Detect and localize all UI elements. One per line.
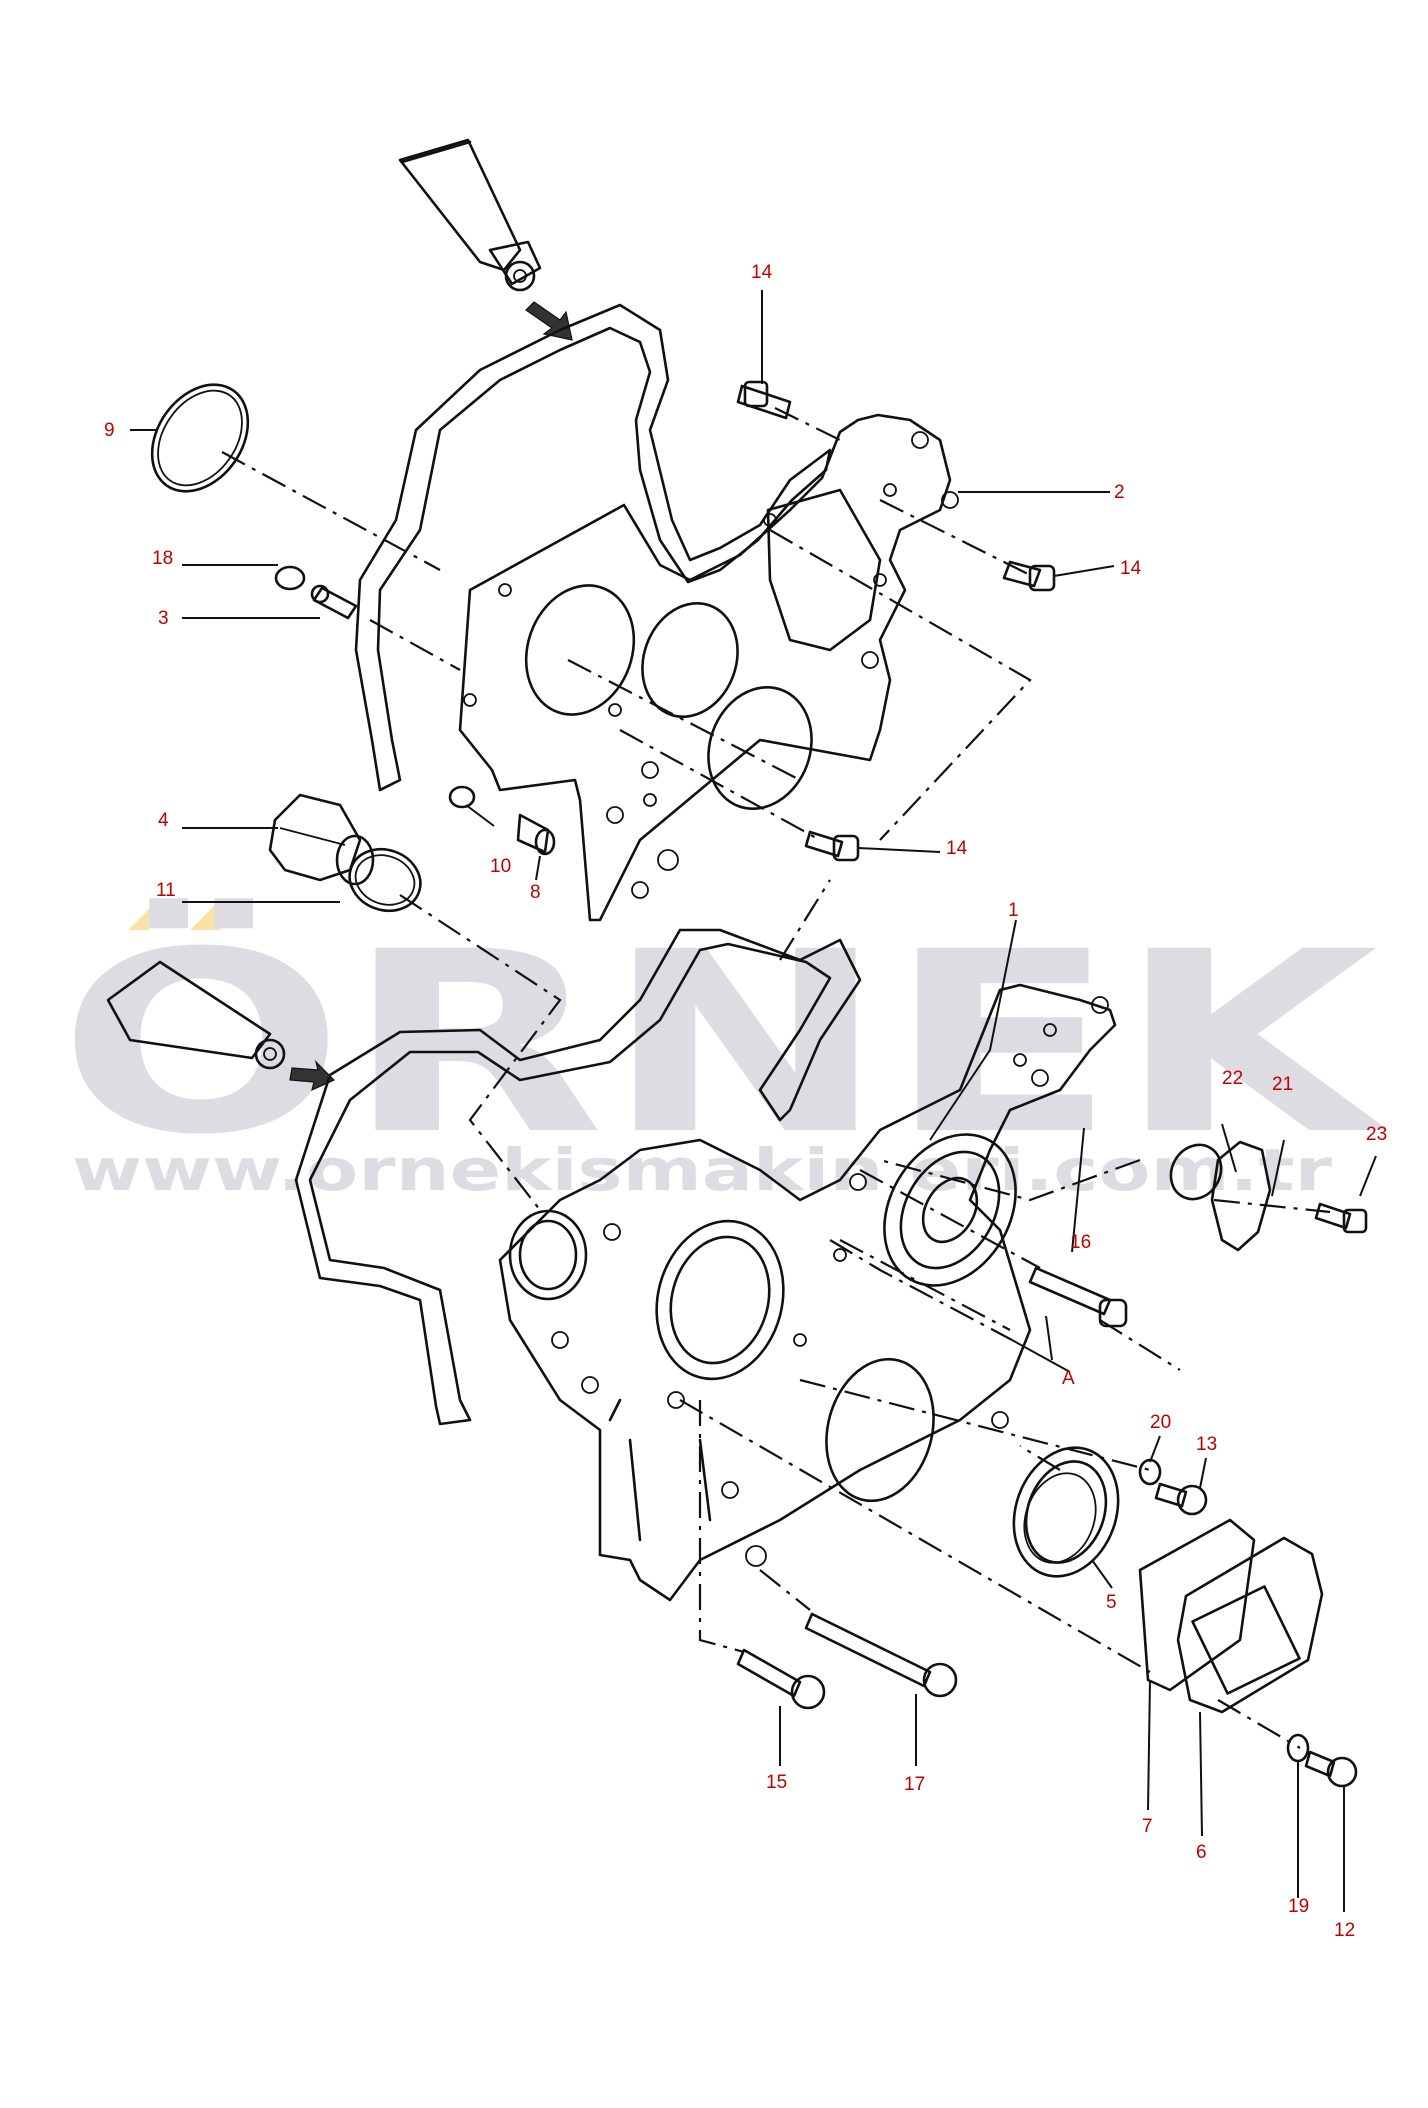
callout-10: 10: [490, 856, 511, 877]
callout-15: 14: [751, 262, 773, 283]
callout-18: 17: [904, 1774, 925, 1795]
sealant-tube-upper: [398, 138, 573, 341]
oil-seal-5: [1012, 1446, 1120, 1578]
bolt-14-upper: [1002, 560, 1056, 592]
o-ring-9: [150, 383, 250, 493]
callout-24: 23: [1366, 1124, 1387, 1145]
callout-17: 16: [1070, 1232, 1091, 1253]
callout-4: 4: [158, 810, 169, 831]
washer-21: [1138, 1458, 1162, 1486]
watermark-accent-right: [190, 906, 244, 930]
gasket-7: [1138, 1518, 1256, 1692]
callout-labels: 9 18 3 4 11 14 2 14 14 10 8 1 22 21 23 1…: [104, 262, 1387, 1941]
screw-15: [736, 380, 792, 420]
washer-20: [1286, 1733, 1310, 1763]
sealant-tube-lower: [106, 960, 336, 1092]
callout-11: 11: [156, 880, 176, 901]
bolt-13: [1154, 1482, 1208, 1516]
assembly-lines: [221, 407, 1331, 1749]
callout-23: 22: [1222, 1068, 1243, 1089]
bolt-24: [1314, 1202, 1368, 1234]
bolt-18: [804, 1612, 958, 1698]
callout-16: 15: [766, 1772, 787, 1793]
bolt-17: [1028, 1266, 1128, 1328]
callout-5: 5: [1106, 1592, 1117, 1613]
cover-6: [1176, 1536, 1324, 1714]
callout-2: 2: [1114, 482, 1125, 503]
cover-22: [1210, 1140, 1272, 1252]
callout-19: 18: [152, 548, 173, 569]
timing-case: [498, 983, 1117, 1602]
o-ring-11: [348, 847, 422, 913]
timing-case-gasket: [294, 928, 862, 1426]
callout-9: 9: [104, 420, 115, 441]
cap-19: [274, 565, 306, 591]
cover-6-face: [1191, 1585, 1301, 1695]
filler-cap-4: [268, 793, 375, 886]
callout-14-upper: 14: [1120, 558, 1142, 579]
bush-8: [516, 813, 556, 856]
plug-10: [448, 785, 476, 809]
callout-22: 21: [1272, 1074, 1293, 1095]
stud-3: [310, 584, 358, 620]
front-plate-gasket: [354, 303, 832, 792]
o-ring-23: [1169, 1143, 1223, 1201]
callout-6: 6: [1196, 1842, 1207, 1863]
callout-13: 13: [1196, 1434, 1217, 1455]
callout-A: A: [1062, 1368, 1075, 1389]
callout-1: 1: [1008, 900, 1019, 921]
bolt-16: [736, 1648, 826, 1710]
callout-3: 3: [158, 608, 169, 629]
watermark-accent-left: [128, 906, 172, 930]
watermark-url: www.ornekismakin eri.com.tr: [72, 1136, 1333, 1204]
callout-21: 20: [1150, 1412, 1171, 1433]
bolt-12: [1304, 1750, 1358, 1788]
callout-12: 12: [1334, 1920, 1355, 1941]
callout-20: 19: [1288, 1896, 1309, 1917]
leader-lines: [130, 290, 1377, 1912]
front-plate: [458, 413, 959, 922]
callout-8: 8: [530, 882, 541, 903]
callout-14-lower: 14: [946, 838, 968, 859]
callout-7: 7: [1142, 1816, 1153, 1837]
